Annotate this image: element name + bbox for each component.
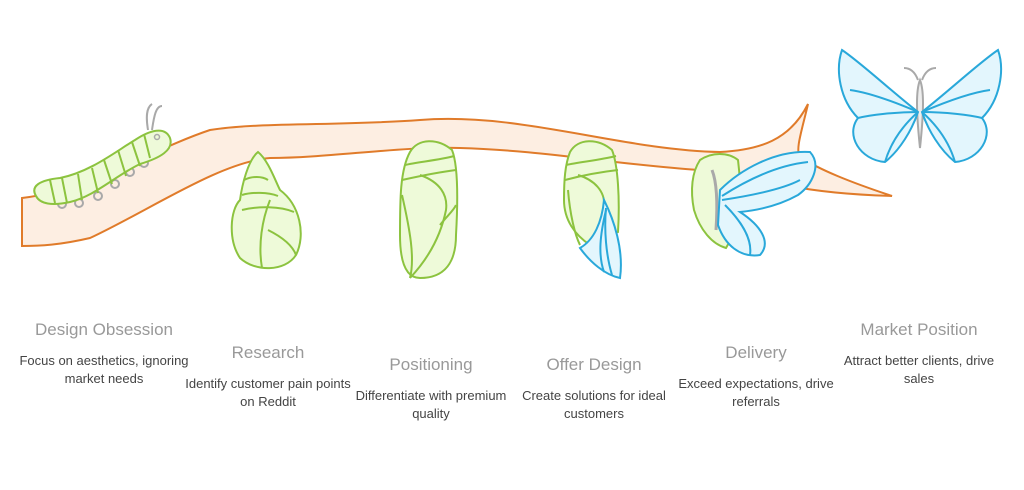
stage-title: Research: [231, 343, 305, 362]
branch: [21, 103, 893, 248]
butterfly-icon: [838, 48, 1002, 164]
chrysalis-wing-icon: [562, 140, 622, 280]
stage-title: Delivery: [725, 343, 787, 362]
stage-offer-design: Offer Design Create solutions for ideal …: [509, 353, 679, 423]
stage-research: Research Identify customer pain points o…: [183, 341, 353, 411]
stage-title: Design Obsession: [35, 320, 173, 339]
stage-title: Positioning: [389, 355, 473, 374]
stage-title: Offer Design: [546, 355, 642, 374]
stage-description: Exceed expectations, drive referrals: [678, 376, 834, 409]
chrysalis-icon: [398, 140, 459, 280]
caterpillar-icon: [33, 103, 172, 209]
metamorphosis-illustration: [21, 48, 1002, 280]
stage-description: Differentiate with premium quality: [355, 388, 507, 421]
emerging-butterfly-icon: [691, 150, 817, 257]
stage-title: Market Position: [860, 320, 978, 339]
stage-description: Focus on aesthetics, ignoring market nee…: [19, 353, 189, 386]
early-chrysalis-icon: [230, 150, 302, 270]
stage-description: Identify customer pain points on Reddit: [185, 376, 351, 409]
stage-delivery: Delivery Exceed expectations, drive refe…: [671, 341, 841, 411]
stage-positioning: Positioning Differentiate with premium q…: [346, 353, 516, 423]
stage-description: Create solutions for ideal customers: [522, 388, 666, 421]
stage-description: Attract better clients, drive sales: [843, 353, 995, 386]
stage-design-obsession: Design Obsession Focus on aesthetics, ig…: [19, 318, 189, 388]
stage-market-position: Market Position Attract better clients, …: [834, 318, 1004, 388]
